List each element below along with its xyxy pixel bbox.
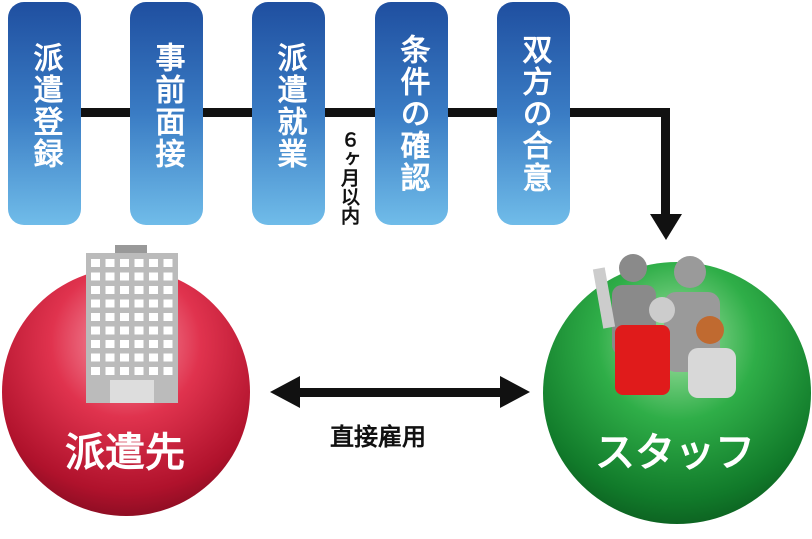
building-window [149, 353, 158, 362]
building-window [91, 299, 100, 308]
building-window [120, 299, 129, 308]
building-window [105, 340, 115, 348]
step-dispatch: 派遣就業 [252, 2, 325, 225]
building-window [134, 272, 144, 281]
building-window [105, 272, 115, 281]
double-arrow-icon [270, 376, 530, 408]
building-window [91, 259, 100, 267]
building-window [134, 286, 144, 294]
period-label: ６ヶ月以内 [338, 130, 360, 225]
building-window [149, 299, 158, 308]
building-window [134, 299, 144, 308]
building-window [120, 367, 129, 375]
building-window [120, 326, 129, 335]
building-window [163, 259, 173, 267]
down-arrow-icon [650, 214, 682, 240]
building-window [163, 286, 173, 294]
building-window [105, 286, 115, 294]
staff-label: スタッフ [595, 430, 755, 476]
building-window [120, 340, 129, 348]
step-agreement: 双方の合意 [497, 2, 570, 225]
building-window [163, 326, 173, 335]
step-label: 条件の確認 [394, 34, 430, 194]
building-window [120, 313, 129, 321]
building-window [149, 313, 158, 321]
building-window [91, 326, 100, 335]
step-registration: 派遣登録 [8, 2, 81, 225]
step-label: 派遣登録 [27, 42, 63, 170]
building-window [163, 272, 173, 281]
step-label: 双方の合意 [516, 34, 552, 194]
building-window [134, 326, 144, 335]
building-window [149, 272, 158, 281]
building-window [91, 313, 100, 321]
flow-line [40, 108, 670, 117]
building-window [163, 313, 173, 321]
building-window [163, 353, 173, 362]
flow-line-down [661, 108, 670, 218]
step-interview: 事前面接 [130, 2, 203, 225]
building-window [105, 313, 115, 321]
direct-hire-label: 直接雇用 [330, 423, 426, 451]
step-conditions: 条件の確認 [375, 2, 448, 225]
step-label: 派遣就業 [271, 42, 307, 170]
step-label: 事前面接 [149, 42, 185, 170]
building-window [163, 367, 173, 375]
building-window [105, 259, 115, 267]
building-window [105, 353, 115, 362]
building-window [149, 340, 158, 348]
client-label: 派遣先 [65, 430, 185, 476]
building-window [120, 259, 129, 267]
building-window [134, 340, 144, 348]
building-window [120, 286, 129, 294]
building-window [149, 286, 158, 294]
building-window [91, 340, 100, 348]
building-window [149, 326, 158, 335]
building-window [149, 367, 158, 375]
building-window [105, 299, 115, 308]
building-window [105, 367, 115, 375]
building-window [134, 259, 144, 267]
building-window [163, 340, 173, 348]
building-window [91, 272, 100, 281]
building-window [149, 259, 158, 267]
building-window [163, 299, 173, 308]
building-window [120, 272, 129, 281]
building-window [120, 353, 129, 362]
building-window [134, 353, 144, 362]
building-window [91, 367, 100, 375]
building-window [134, 313, 144, 321]
building-window [134, 367, 144, 375]
building-window [105, 326, 115, 335]
building-window [91, 353, 100, 362]
building-window [91, 286, 100, 294]
